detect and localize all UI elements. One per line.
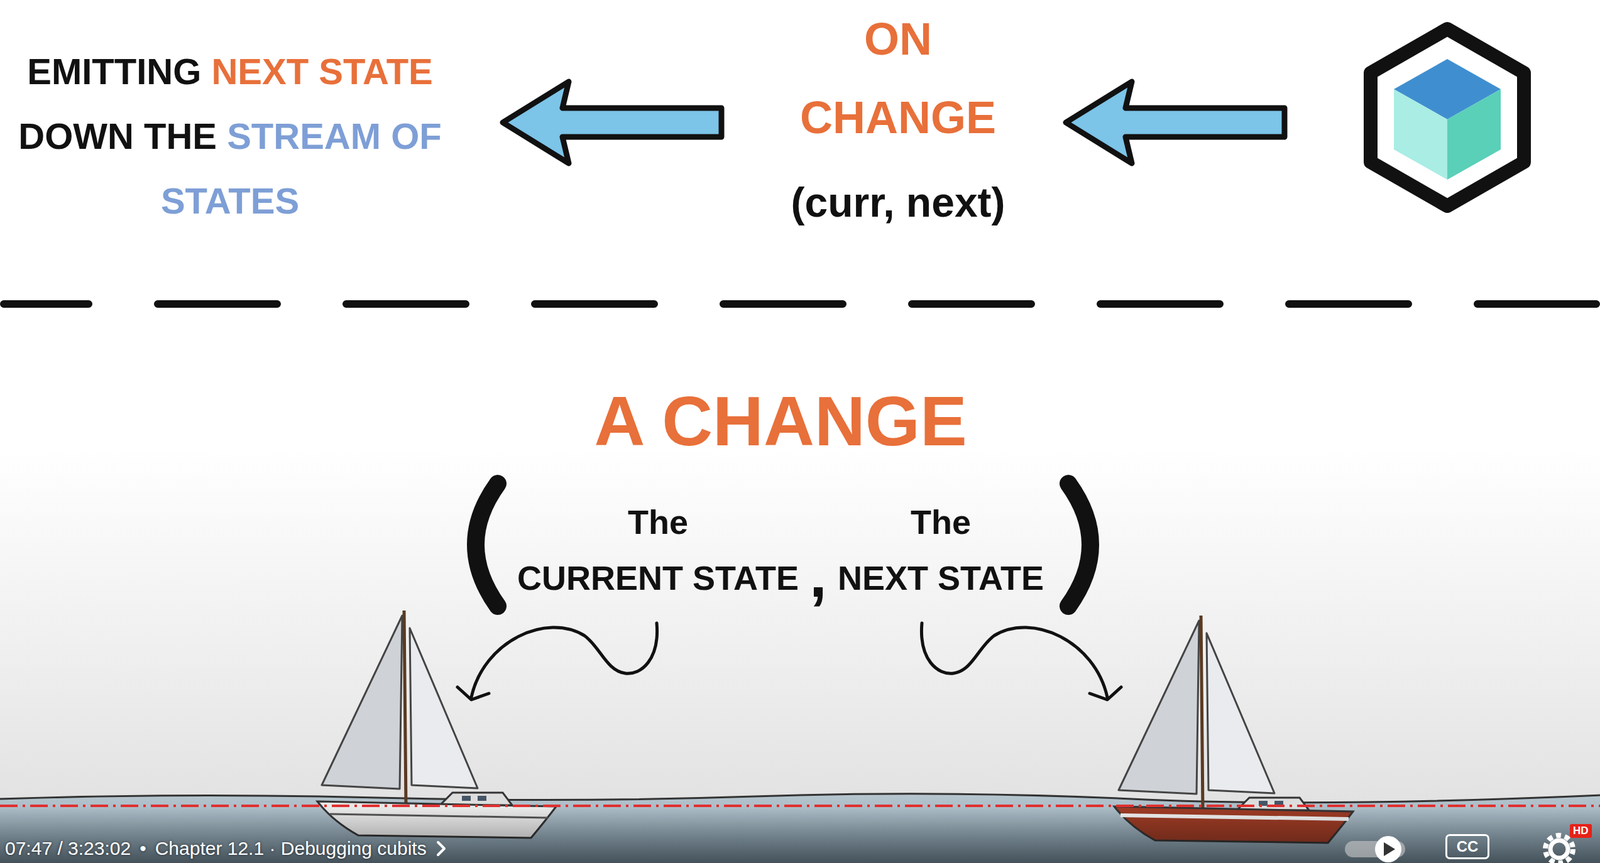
separator-line: [3, 300, 1597, 308]
settings-gear: [1545, 835, 1573, 863]
state-caption: The: [910, 504, 971, 542]
player-shade: [0, 808, 1600, 863]
cc-text: CC: [1456, 839, 1479, 855]
player-text: 07:47 / 3:23:02: [5, 838, 131, 860]
reference-line: [0, 805, 1600, 808]
state-caption: The: [627, 504, 689, 542]
chevron-icon: [435, 840, 447, 858]
water: [0, 794, 1600, 863]
heading-word: DOWN THE: [18, 115, 217, 157]
state-caption: NEXT STATE: [837, 559, 1044, 598]
bracket: [475, 483, 498, 607]
water-line: [0, 794, 1600, 804]
pointer-arrow: [921, 623, 1122, 701]
autoplay-toggle: [1344, 836, 1406, 863]
heading-word: EMITTING: [27, 50, 202, 92]
cc-button: CC: [1445, 834, 1490, 860]
separator-comma: ,: [809, 543, 828, 607]
cubit-icon: [1370, 28, 1524, 207]
event-args: (curr, next): [790, 179, 1005, 226]
player-time-row: 07:47 / 3:23:02 • Chapter 12.1 · Debugging…: [5, 838, 447, 860]
pointer-arrow: [457, 623, 658, 701]
hd-badge: HD: [1569, 824, 1592, 839]
sailboat: [317, 610, 557, 839]
flow-arrow: [1065, 81, 1285, 164]
bracket: [1068, 483, 1091, 607]
hd-text: HD: [1572, 825, 1589, 838]
state-caption: CURRENT STATE: [517, 559, 799, 598]
flow-arrow: [502, 81, 722, 164]
event-name: ON CHANGE: [800, 0, 997, 158]
emit-heading: EMITTING NEXT STATE DOWN THE STREAM OF S…: [0, 38, 461, 234]
player-text: •: [139, 838, 147, 860]
heading-word: NEXT STATE: [211, 50, 433, 92]
player-text: Chapter 12.1 · Debugging cubits: [155, 838, 427, 860]
section-title: A CHANGE: [593, 382, 967, 461]
